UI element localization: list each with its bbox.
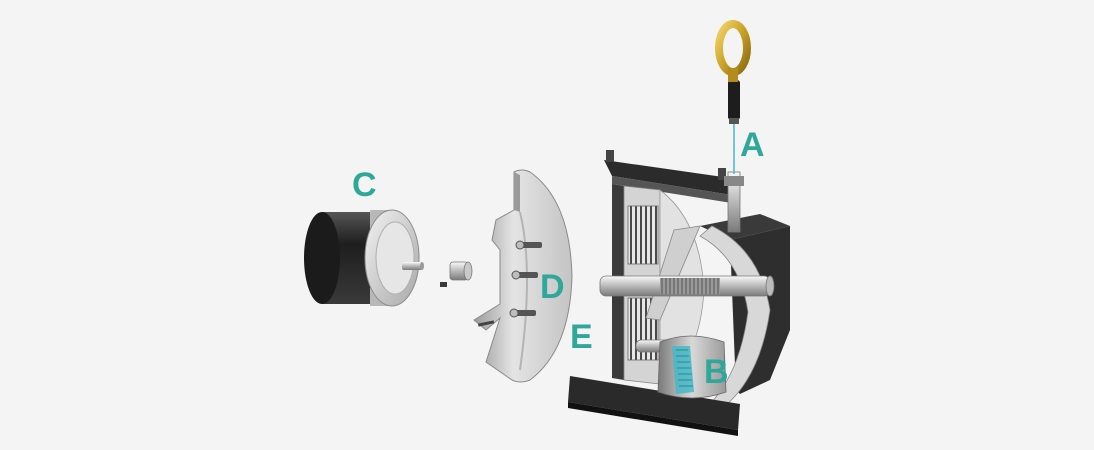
callout-label-a: A	[740, 126, 765, 164]
spring-motor	[627, 205, 659, 361]
eyebolt-and-cable	[715, 20, 751, 174]
shaft-coupling	[440, 261, 473, 287]
housing	[568, 150, 790, 436]
callout-label-e: E	[570, 318, 593, 356]
callout-label-c: C	[352, 166, 377, 204]
mounting-flange	[473, 169, 573, 383]
callout-label-d: D	[540, 268, 565, 306]
flange-bolts	[509, 240, 542, 318]
cable-drum	[657, 335, 727, 399]
threaded-shaft	[660, 278, 720, 294]
callout-label-b: B	[704, 353, 729, 391]
rotary-encoder	[304, 209, 424, 307]
